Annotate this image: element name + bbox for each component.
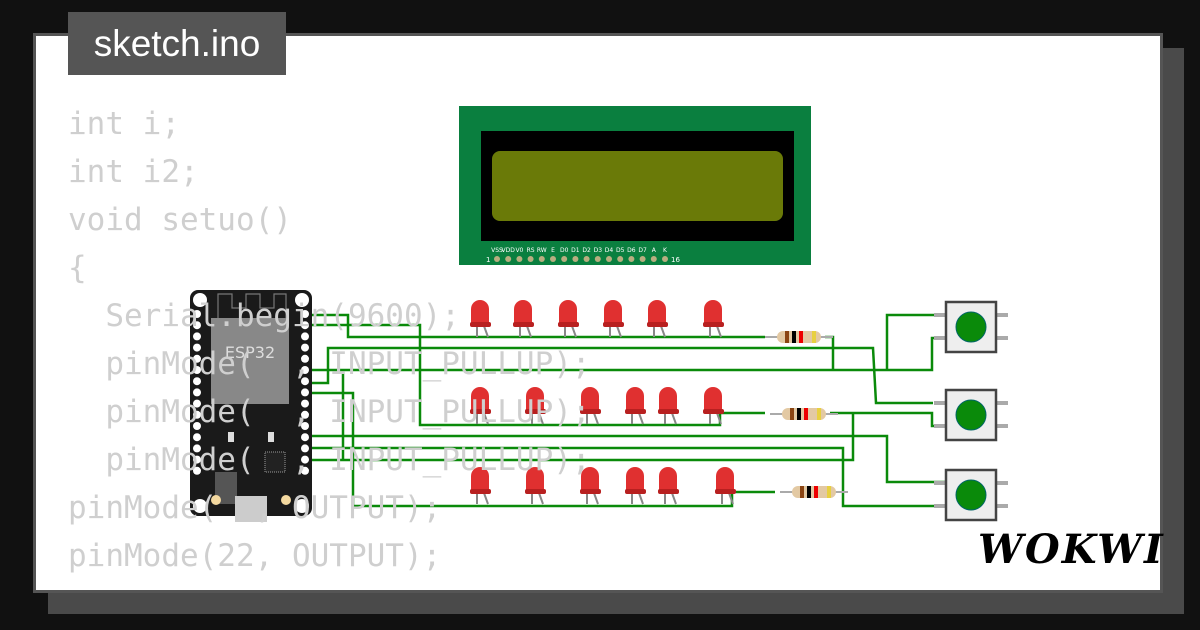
esp32-pin[interactable] bbox=[301, 399, 309, 408]
esp32-pin[interactable] bbox=[193, 444, 201, 453]
lcd-pin[interactable] bbox=[494, 256, 500, 262]
esp32-pin[interactable] bbox=[301, 466, 309, 475]
lcd-pin-label: D6 bbox=[627, 247, 636, 254]
wires bbox=[305, 313, 945, 508]
push-button[interactable] bbox=[934, 300, 1008, 354]
lcd-pin[interactable] bbox=[572, 256, 579, 262]
lcd-pin[interactable] bbox=[650, 256, 657, 262]
lcd-pin-label: D4 bbox=[605, 247, 614, 254]
esp32-pin[interactable] bbox=[301, 366, 309, 374]
wokwi-logo: WOKWI bbox=[978, 526, 1165, 573]
red-led[interactable] bbox=[513, 300, 534, 338]
lcd-pin[interactable] bbox=[561, 256, 568, 262]
red-led[interactable] bbox=[715, 467, 736, 505]
sketch-filename-tab: sketch.ino bbox=[68, 12, 286, 75]
lcd-pin-label: A bbox=[652, 247, 657, 254]
lcd-pin-label: RW bbox=[537, 247, 547, 254]
push-button[interactable] bbox=[934, 468, 1008, 522]
esp32-pin[interactable] bbox=[301, 410, 309, 419]
resistor[interactable] bbox=[765, 331, 833, 343]
lcd-pin[interactable] bbox=[617, 256, 624, 262]
esp32-pin[interactable] bbox=[301, 422, 309, 430]
esp32-pin[interactable] bbox=[193, 343, 201, 352]
lcd-pin-label: D5 bbox=[616, 247, 625, 254]
lcd-pin-label: D3 bbox=[594, 247, 603, 254]
lcd-pin-label: D0 bbox=[560, 247, 569, 254]
esp32-board[interactable]: ESP32 bbox=[190, 290, 312, 522]
red-led[interactable] bbox=[525, 387, 546, 425]
lcd-pin-label: VDD bbox=[502, 247, 516, 254]
red-led[interactable] bbox=[703, 387, 724, 425]
red-led[interactable] bbox=[658, 467, 679, 505]
esp32-pin[interactable] bbox=[193, 377, 201, 386]
esp32-pin[interactable] bbox=[301, 388, 309, 397]
esp32-pin[interactable] bbox=[193, 455, 201, 464]
lcd-pin[interactable] bbox=[583, 256, 590, 262]
esp32-pin[interactable] bbox=[301, 343, 309, 352]
red-led[interactable] bbox=[470, 387, 491, 425]
lcd-pin[interactable] bbox=[527, 256, 534, 262]
red-led[interactable] bbox=[558, 300, 579, 338]
esp32-pin[interactable] bbox=[301, 354, 309, 363]
esp32-pin[interactable] bbox=[193, 422, 201, 430]
lcd-pin[interactable] bbox=[505, 256, 512, 262]
lcd-pin[interactable] bbox=[662, 256, 668, 262]
lcd-pin-label: E bbox=[551, 247, 555, 254]
red-led[interactable] bbox=[525, 467, 546, 505]
lcd-pin-label: D2 bbox=[582, 247, 591, 254]
esp32-pin[interactable] bbox=[193, 354, 201, 363]
red-led[interactable] bbox=[470, 467, 491, 505]
lcd-pin[interactable] bbox=[550, 256, 556, 262]
esp32-chip-label: ESP32 bbox=[225, 343, 275, 362]
esp32-pin[interactable] bbox=[193, 310, 201, 318]
esp32-pin[interactable] bbox=[193, 410, 201, 419]
lcd-pin[interactable] bbox=[606, 256, 612, 262]
lcd-pin-label: RS bbox=[527, 247, 535, 254]
red-led[interactable] bbox=[603, 300, 624, 338]
esp32-pin[interactable] bbox=[193, 399, 201, 408]
esp32-pin[interactable] bbox=[301, 332, 309, 341]
resistor[interactable] bbox=[780, 486, 848, 498]
red-led[interactable] bbox=[625, 387, 646, 425]
esp32-pin[interactable] bbox=[193, 332, 201, 341]
esp32-pin[interactable] bbox=[193, 321, 201, 330]
lcd-pin-label: D7 bbox=[638, 247, 647, 254]
esp32-pin[interactable] bbox=[301, 433, 309, 442]
red-led[interactable] bbox=[647, 300, 668, 338]
lcd-pin-label: V0 bbox=[515, 247, 523, 254]
esp32-pin[interactable] bbox=[301, 444, 309, 453]
esp32-pin[interactable] bbox=[301, 377, 309, 386]
lcd-pin-label: VSS bbox=[491, 247, 503, 254]
esp32-pin[interactable] bbox=[193, 366, 201, 374]
lcd-pin-last: 16 bbox=[671, 256, 680, 264]
lcd-pin[interactable] bbox=[594, 256, 601, 262]
esp32-pin[interactable] bbox=[193, 466, 201, 475]
lcd-pin[interactable] bbox=[538, 256, 545, 262]
lcd-pin-label: K bbox=[663, 247, 668, 254]
red-led[interactable] bbox=[580, 467, 601, 505]
esp32-pin[interactable] bbox=[301, 310, 309, 318]
lcd-pin[interactable] bbox=[639, 256, 646, 262]
red-led[interactable] bbox=[580, 387, 601, 425]
lcd-pin-label: D1 bbox=[571, 247, 580, 254]
lcd-pin[interactable] bbox=[516, 256, 523, 262]
lcd-pin[interactable] bbox=[628, 256, 635, 262]
push-button[interactable] bbox=[934, 388, 1008, 442]
resistor[interactable] bbox=[770, 408, 838, 420]
red-led[interactable] bbox=[470, 300, 491, 338]
esp32-pin[interactable] bbox=[193, 433, 201, 442]
lcd-pin-first: 1 bbox=[486, 256, 490, 264]
esp32-pin[interactable] bbox=[193, 388, 201, 397]
red-led[interactable] bbox=[625, 467, 646, 505]
red-led[interactable] bbox=[658, 387, 679, 425]
esp32-pin[interactable] bbox=[301, 321, 309, 330]
red-led[interactable] bbox=[703, 300, 724, 338]
esp32-pin[interactable] bbox=[301, 455, 309, 464]
